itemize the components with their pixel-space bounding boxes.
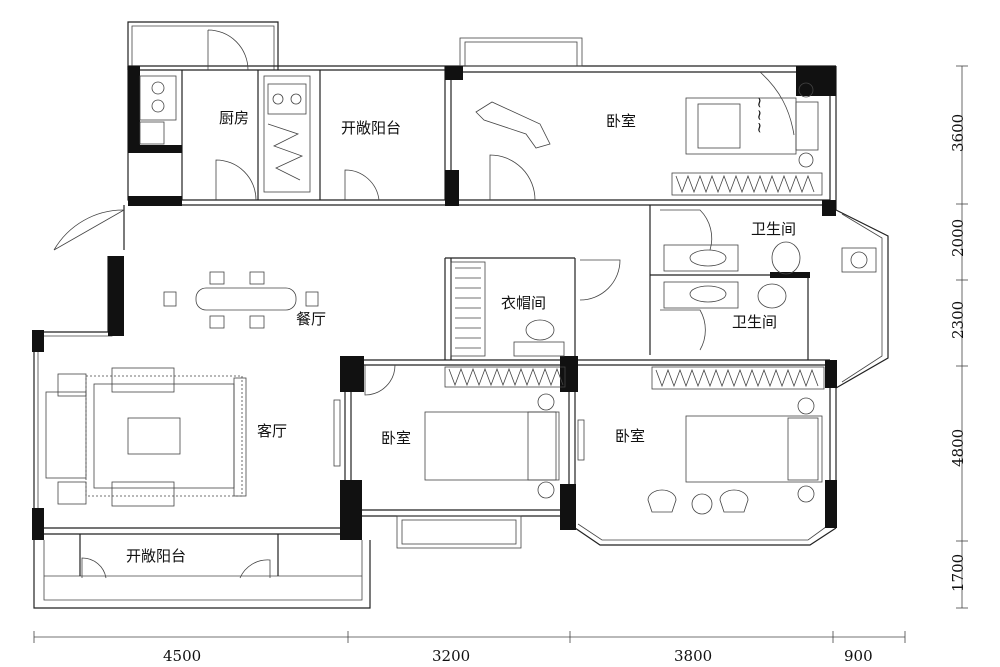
- room-bedroom-mid: 卧室: [381, 429, 411, 447]
- room-bathroom-1: 卫生间: [751, 220, 796, 238]
- dim-right-4: 4800: [949, 429, 967, 467]
- room-bedroom-top: 卧室: [606, 112, 636, 130]
- furniture: ~~~: [45, 75, 877, 515]
- dim-bottom-1: 4500: [163, 647, 201, 665]
- dim-bottom-2: 3200: [432, 647, 470, 665]
- dimension-lines: [33, 65, 968, 643]
- svg-text:~~~: ~~~: [750, 96, 768, 134]
- dimension-labels: 4500 3200 3800 900 3600 2000 2300 4800 1…: [163, 114, 967, 665]
- room-living: 客厅: [257, 422, 287, 440]
- room-dining: 餐厅: [296, 310, 326, 328]
- dim-right-3: 2300: [949, 301, 967, 339]
- room-labels: 厨房 开敞阳台 卧室 卫生间 卫生间 衣帽间 餐厅 客厅 卧室 卧室 开敞阳台: [126, 109, 796, 565]
- dim-right-2: 2000: [949, 219, 967, 257]
- room-kitchen: 厨房: [219, 109, 249, 127]
- dim-right-5: 1700: [949, 554, 967, 592]
- room-balcony-bottom: 开敞阳台: [126, 547, 186, 565]
- room-balcony-top: 开敞阳台: [341, 119, 401, 137]
- room-bathroom-2: 卫生间: [732, 313, 777, 331]
- dim-bottom-3: 3800: [674, 647, 712, 665]
- room-bedroom-right: 卧室: [615, 427, 645, 445]
- room-cloakroom: 衣帽间: [501, 294, 546, 312]
- dim-right-1: 3600: [949, 114, 967, 152]
- wall-columns: [32, 66, 837, 540]
- dim-bottom-4: 900: [844, 647, 873, 665]
- interior-walls: [79, 66, 830, 576]
